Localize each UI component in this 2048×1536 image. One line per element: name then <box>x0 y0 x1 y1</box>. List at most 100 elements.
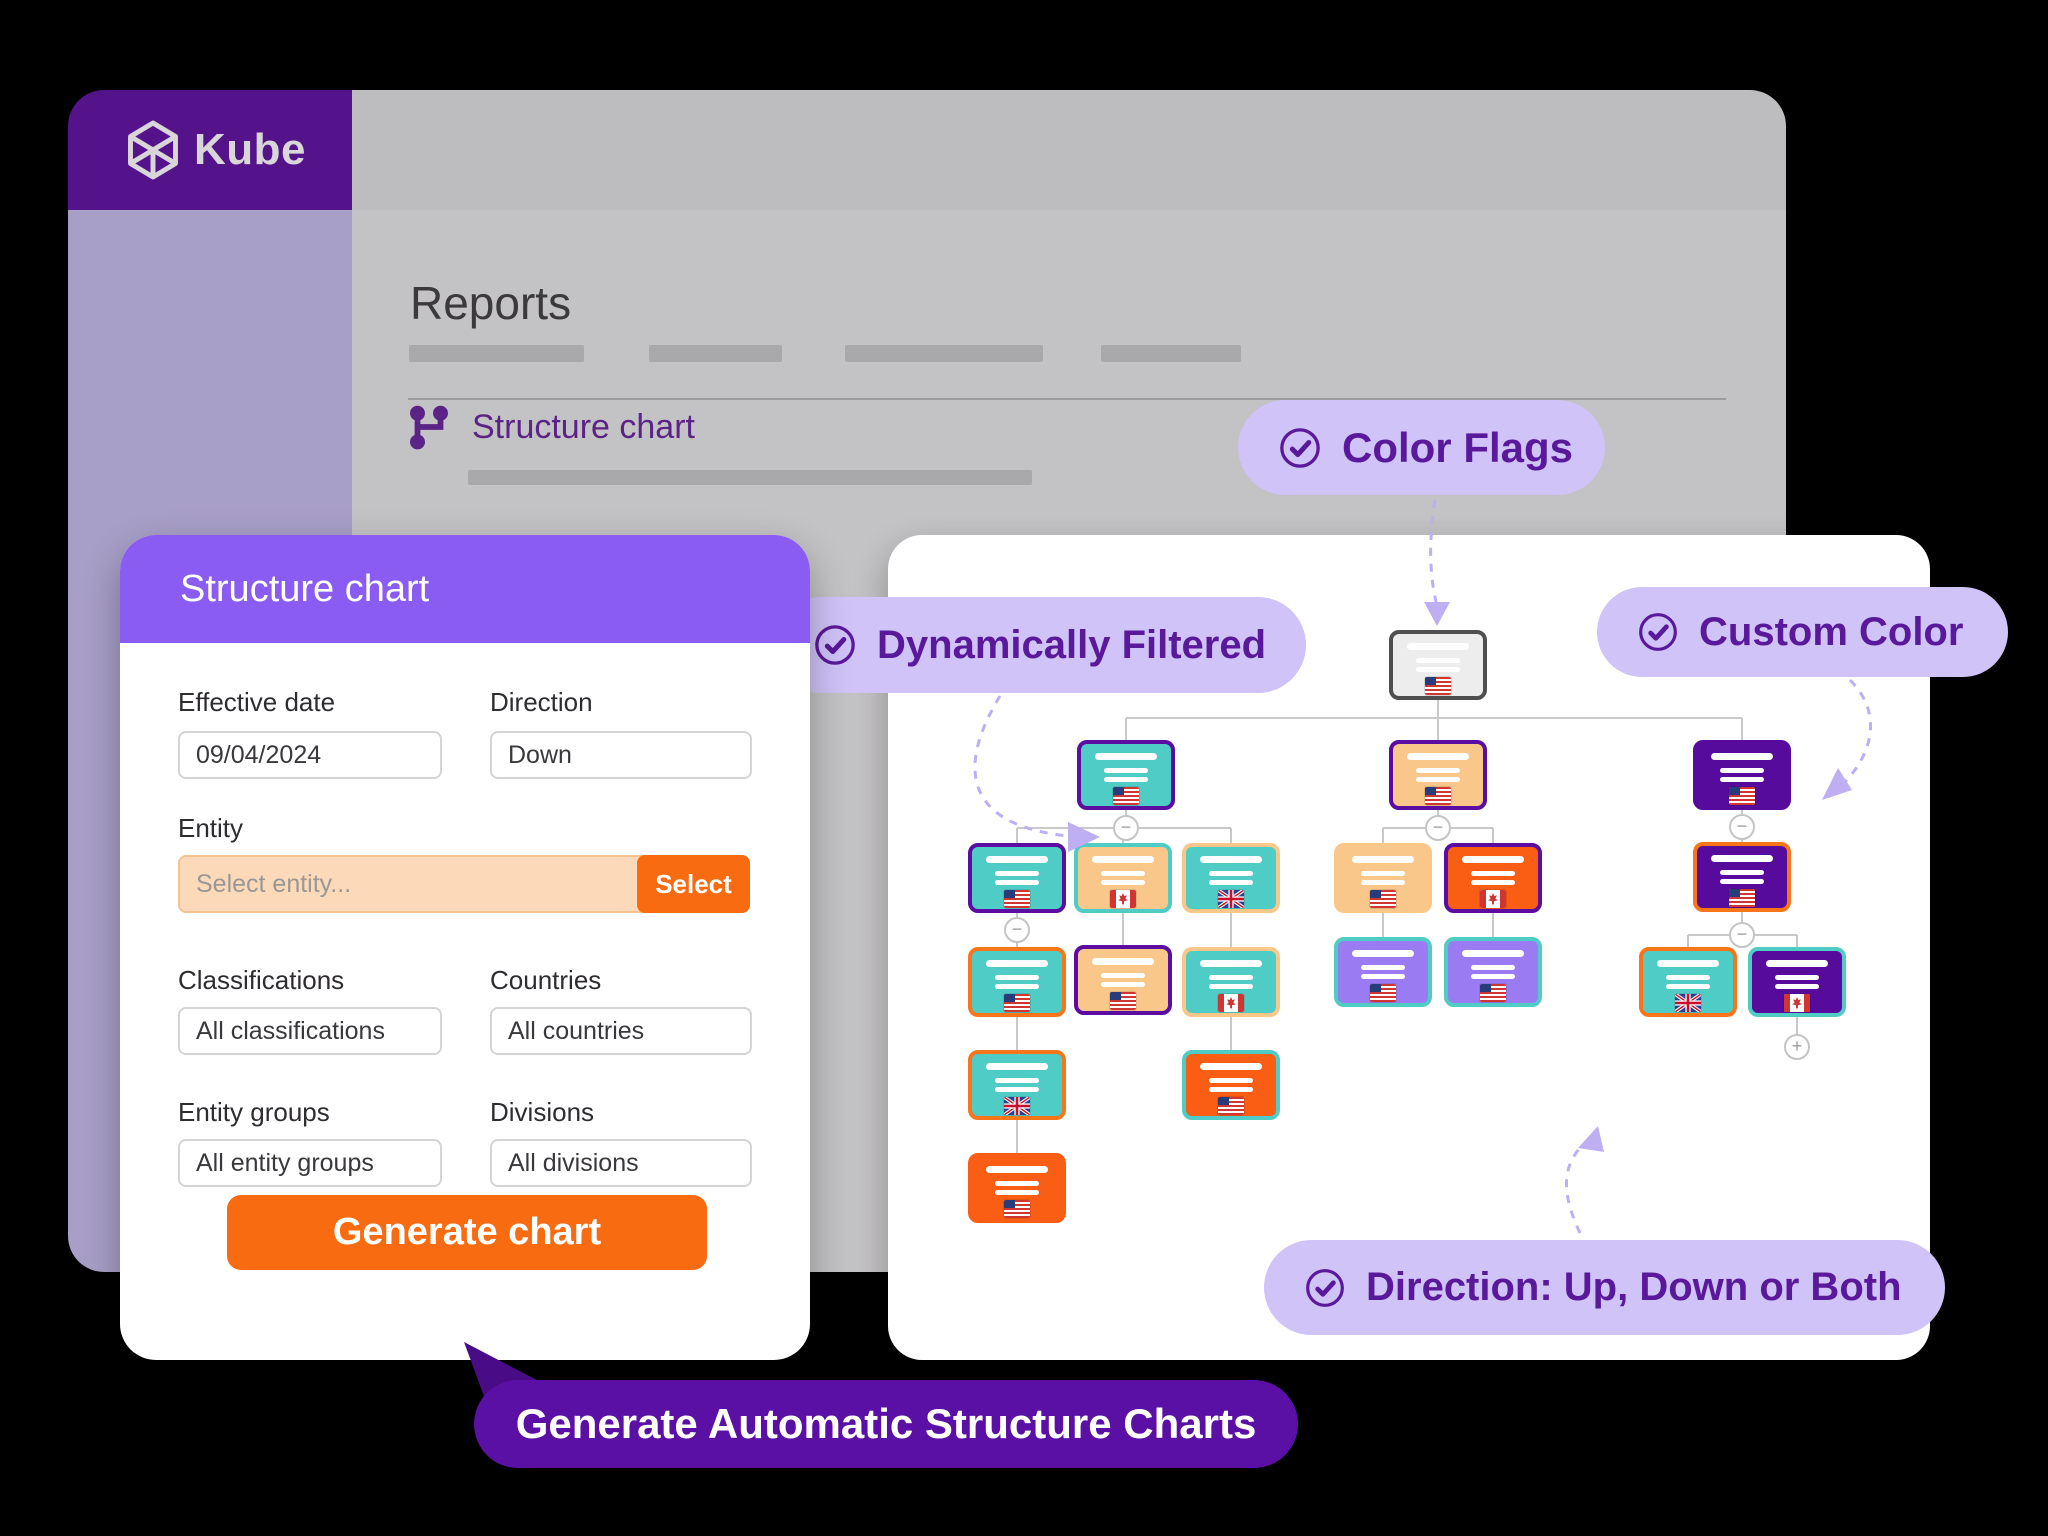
app-logo-text: Kube <box>194 125 306 174</box>
entity-node-r3[interactable] <box>1693 842 1791 912</box>
us-flag-icon <box>1370 890 1396 908</box>
badge-generate-label: Generate Automatic Structure Charts <box>515 1400 1257 1447</box>
entity-node-l5b[interactable] <box>1182 1050 1280 1120</box>
entity-node-root[interactable] <box>1389 630 1487 700</box>
entity-node-l3a[interactable] <box>968 843 1066 913</box>
entity-node-l2c[interactable] <box>1693 740 1791 810</box>
entity-node-l6a[interactable] <box>968 1153 1066 1223</box>
collapse-node-icon[interactable]: − <box>1004 917 1030 943</box>
structure-chart-link-label: Structure chart <box>472 407 695 446</box>
node-text-line <box>1416 658 1460 663</box>
us-flag-icon <box>1004 1200 1030 1218</box>
node-text-line <box>1720 768 1764 773</box>
entity-select-button[interactable]: Select <box>637 855 750 913</box>
us-flag-icon <box>1370 984 1396 1002</box>
skeleton-tab-3 <box>845 345 1043 362</box>
entity-node-l4c[interactable] <box>1182 947 1280 1017</box>
node-text-line <box>1361 974 1405 979</box>
collapse-node-icon[interactable]: − <box>1729 814 1755 840</box>
node-text-line <box>1775 975 1819 980</box>
ca-flag-icon <box>1480 890 1506 908</box>
generate-chart-button[interactable]: Generate chart <box>227 1195 707 1270</box>
classifications-input[interactable] <box>178 1007 442 1055</box>
badge-direction: Direction: Up, Down or Both <box>1264 1240 1945 1335</box>
node-text-line <box>995 1087 1039 1092</box>
badge-custom-color-label: Custom Color <box>1699 609 1964 654</box>
structure-chart-link[interactable]: Structure chart <box>408 404 695 450</box>
entity-node-m4b[interactable] <box>1444 937 1542 1007</box>
tree-connector <box>1230 828 1232 843</box>
entity-node-l3c[interactable] <box>1182 843 1280 913</box>
node-title-bar <box>1462 856 1524 863</box>
tree-connector <box>1125 718 1127 740</box>
badge-color-flags-label: Color Flags <box>1342 423 1574 471</box>
entity-node-l4a[interactable] <box>968 947 1066 1017</box>
tree-connector <box>1437 718 1439 740</box>
kube-cube-icon <box>128 120 178 180</box>
uk-flag-icon <box>1218 890 1244 908</box>
entity-node-m4a[interactable] <box>1334 937 1432 1007</box>
entity-node-m3a[interactable] <box>1334 843 1432 913</box>
node-text-line <box>995 871 1039 876</box>
node-title-bar <box>1200 856 1262 863</box>
node-text-line <box>1101 871 1145 876</box>
direction-input[interactable] <box>490 731 752 779</box>
dialog-header: Structure chart <box>120 535 810 643</box>
node-title-bar <box>1462 950 1524 957</box>
entity-node-l2a[interactable] <box>1077 740 1175 810</box>
entity-label: Entity <box>178 813 244 843</box>
tree-connector <box>1741 718 1743 740</box>
node-text-line <box>995 1181 1039 1186</box>
countries-input[interactable] <box>490 1007 752 1055</box>
entity-node-l4b[interactable] <box>1074 945 1172 1015</box>
countries-label: Countries <box>490 965 602 995</box>
collapse-node-icon[interactable]: − <box>1113 815 1139 841</box>
node-title-bar <box>986 1063 1048 1070</box>
entity-node-l3b[interactable] <box>1074 843 1172 913</box>
expand-node-icon[interactable]: + <box>1784 1034 1810 1060</box>
collapse-node-icon[interactable]: − <box>1425 815 1451 841</box>
node-text-line <box>1720 870 1764 875</box>
node-title-bar <box>1407 753 1469 760</box>
window-topbar <box>352 90 1786 210</box>
divisions-input[interactable] <box>490 1139 752 1187</box>
node-title-bar <box>1352 856 1414 863</box>
node-text-line <box>1471 965 1515 970</box>
effective-date-input[interactable] <box>178 731 442 779</box>
us-flag-icon <box>1113 787 1139 805</box>
entity-groups-label: Entity groups <box>178 1097 330 1127</box>
tree-connector <box>1016 1017 1018 1050</box>
node-text-line <box>1101 880 1145 885</box>
section-skeleton-bar <box>468 470 1032 485</box>
us-flag-icon <box>1425 677 1451 695</box>
tree-connector <box>1230 913 1232 947</box>
page-title: Reports <box>410 277 572 329</box>
node-title-bar <box>1200 1063 1262 1070</box>
tree-connector <box>1126 717 1742 719</box>
entity-node-m3b[interactable] <box>1444 843 1542 913</box>
node-text-line <box>1209 975 1253 980</box>
entity-node-l5a[interactable] <box>968 1050 1066 1120</box>
node-text-line <box>995 880 1039 885</box>
node-title-bar <box>1352 950 1414 957</box>
entity-node-r4b[interactable] <box>1748 947 1846 1017</box>
app-logo: Kube <box>68 90 352 210</box>
node-text-line <box>1209 1078 1253 1083</box>
entity-node-r4a[interactable] <box>1639 947 1737 1017</box>
tree-connector <box>1687 935 1689 947</box>
node-text-line <box>1775 984 1819 989</box>
node-text-line <box>1209 1087 1253 1092</box>
us-flag-icon <box>1110 992 1136 1010</box>
section-divider <box>408 398 1726 400</box>
collapse-node-icon[interactable]: − <box>1729 922 1755 948</box>
us-flag-icon <box>1729 889 1755 907</box>
entity-groups-input[interactable] <box>178 1139 442 1187</box>
effective-date-label: Effective date <box>178 687 336 717</box>
check-circle-icon <box>1306 1268 1344 1307</box>
entity-node-l2b[interactable] <box>1389 740 1487 810</box>
us-flag-icon <box>1729 787 1755 805</box>
ca-flag-icon <box>1784 994 1810 1012</box>
node-text-line <box>1209 871 1253 876</box>
node-text-line <box>995 975 1039 980</box>
